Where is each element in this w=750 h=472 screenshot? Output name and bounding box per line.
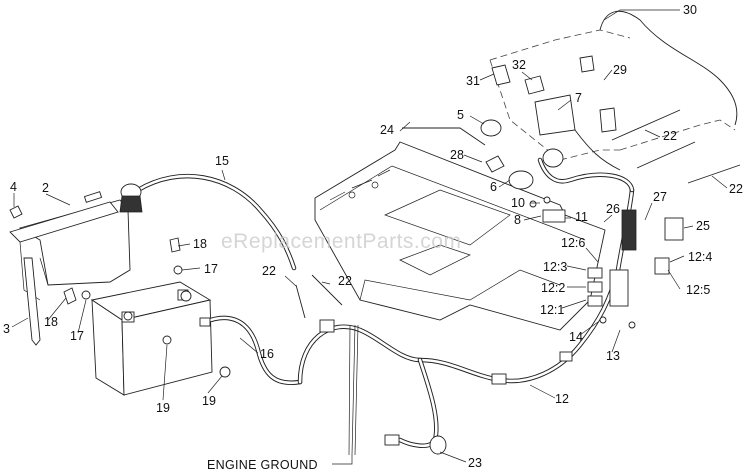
callout-32: 32: [512, 58, 526, 72]
callout-23: 23: [468, 456, 482, 470]
relays-and-fuses: [587, 209, 684, 329]
engine-ground-label: ENGINE GROUND: [207, 458, 318, 472]
callout-31: 31: [466, 74, 480, 88]
watermark-text: eReplacementParts.com: [221, 230, 461, 253]
callout-30: 30: [683, 3, 697, 17]
callout-26: 26: [606, 202, 620, 216]
cable-ties: [295, 109, 741, 319]
leader-lines: [11, 9, 728, 465]
cable-16: [199, 315, 303, 386]
callout-22-b: 22: [338, 274, 352, 288]
callout-4: 4: [10, 180, 17, 194]
callout-12-3: 12:3: [543, 260, 567, 274]
callout-6: 6: [490, 180, 497, 194]
callout-22-a: 22: [262, 264, 276, 278]
callout-12-5: 12:5: [686, 283, 710, 297]
callout-24: 24: [380, 123, 394, 137]
callout-18-left: 18: [44, 315, 58, 329]
callout-7: 7: [575, 91, 582, 105]
callout-13: 13: [606, 349, 620, 363]
callout-14: 14: [569, 330, 583, 344]
callout-27: 27: [653, 190, 667, 204]
main-wire-harness: [297, 157, 635, 456]
callout-19-right: 19: [202, 394, 216, 408]
callout-12-6: 12:6: [561, 236, 585, 250]
callout-29: 29: [613, 63, 627, 77]
callout-28: 28: [450, 148, 464, 162]
switch-cluster: [402, 10, 738, 223]
callout-17-left: 17: [70, 329, 84, 343]
callout-8: 8: [514, 213, 521, 227]
callout-19-left: 19: [156, 401, 170, 415]
hardware-bolts-nuts: [9, 205, 231, 378]
callout-10: 10: [511, 196, 525, 210]
callout-18-top: 18: [193, 237, 207, 251]
callout-16: 16: [260, 347, 274, 361]
callout-22-c: 22: [663, 129, 677, 143]
callout-12-4: 12:4: [688, 250, 712, 264]
callout-12-1: 12:1: [540, 303, 564, 317]
dashed-harness-outline: [489, 29, 736, 161]
callout-25: 25: [696, 219, 710, 233]
callout-15: 15: [215, 154, 229, 168]
callout-12: 12: [555, 392, 569, 406]
callout-2: 2: [42, 181, 49, 195]
callout-17-top: 17: [204, 262, 218, 276]
cable-15: [119, 173, 297, 271]
callout-labels: 4 2 3 15 18 17 18 17 16 19 19 22 22 ENGI…: [3, 3, 743, 472]
callout-12-2: 12:2: [541, 281, 565, 295]
callout-5: 5: [457, 108, 464, 122]
callout-11: 11: [575, 210, 588, 224]
callout-22-d: 22: [729, 182, 743, 196]
battery: [90, 281, 213, 396]
callout-3: 3: [3, 322, 10, 336]
